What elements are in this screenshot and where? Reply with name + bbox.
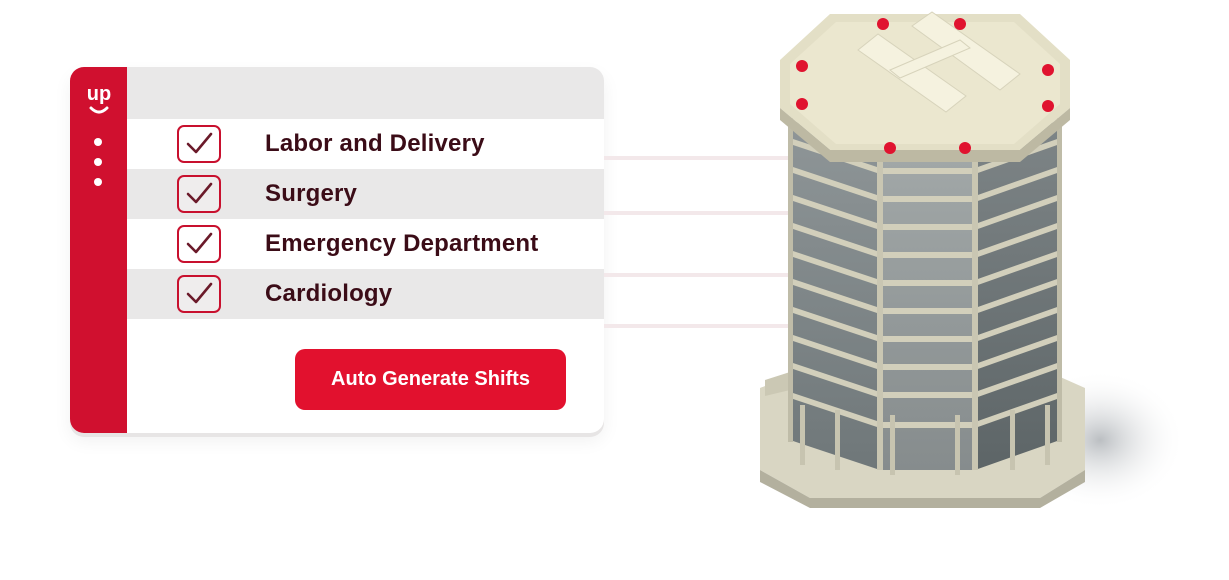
department-row[interactable]: Surgery: [127, 169, 604, 219]
smile-icon: [89, 106, 109, 114]
shift-scheduler-card: up Labor and Delivery Surgery Emergency …: [70, 67, 604, 433]
connector-line: [604, 211, 790, 215]
department-row[interactable]: Labor and Delivery: [127, 119, 604, 169]
department-row[interactable]: Cardiology: [127, 269, 604, 319]
connector-line: [604, 156, 790, 160]
app-logo[interactable]: up: [80, 83, 118, 121]
connector-line: [604, 324, 790, 328]
auto-generate-shifts-button[interactable]: Auto Generate Shifts: [295, 349, 566, 410]
checkbox-labor-and-delivery[interactable]: [177, 125, 221, 163]
sidebar: up: [70, 67, 127, 433]
department-label: Cardiology: [265, 280, 393, 307]
checkmark-icon: [186, 132, 213, 154]
checkmark-icon: [186, 232, 213, 254]
hospital-building-icon: H: [760, 11, 1180, 510]
checkbox-surgery[interactable]: [177, 175, 221, 213]
checkbox-emergency-department[interactable]: [177, 225, 221, 263]
more-vertical-icon[interactable]: [94, 138, 104, 198]
checkmark-icon: [186, 282, 213, 304]
department-label: Surgery: [265, 180, 358, 207]
checkmark-icon: [186, 182, 213, 204]
card-header: [127, 67, 604, 119]
department-label: Labor and Delivery: [265, 130, 485, 157]
department-label: Emergency Department: [265, 230, 539, 257]
logo-text: up: [86, 83, 112, 105]
connector-line: [604, 273, 790, 277]
department-row[interactable]: Emergency Department: [127, 219, 604, 269]
checkbox-cardiology[interactable]: [177, 275, 221, 313]
